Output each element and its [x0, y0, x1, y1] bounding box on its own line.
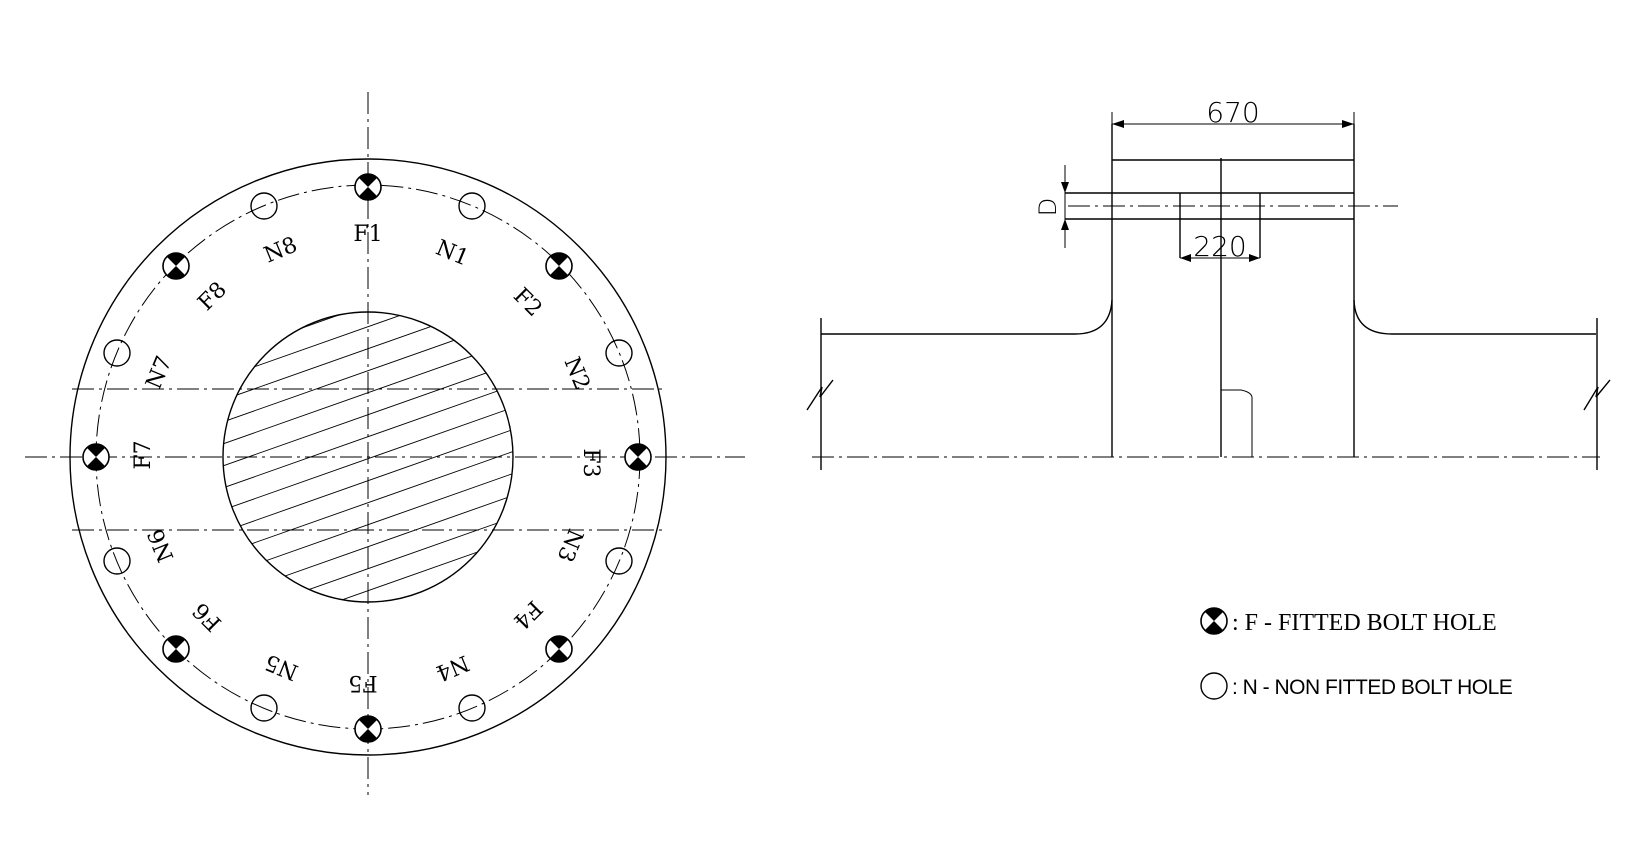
legend: : F - FITTED BOLT HOLE : N - NON FITTED …: [1200, 607, 1513, 700]
hole-label-n8: N8: [261, 233, 301, 269]
non-fitted-bolt-hole: [605, 547, 633, 575]
joint-step-detail: [1221, 389, 1253, 457]
fitted-bolt-hole-symbol: [545, 252, 573, 280]
flange-front-view: F1 N1 F2 N2 F3 N3 F4 N4 F5 N5 F6 N6 F7 N…: [25, 92, 745, 795]
hole-label-n5: N5: [262, 649, 302, 685]
legend-non-fitted-text: : N - NON FITTED BOLT HOLE: [1232, 676, 1513, 699]
fitted-bolt-hole-symbol: [162, 252, 190, 280]
hole-label-f4: F4: [508, 595, 546, 633]
fitted-bolt-hole-symbol: [82, 443, 110, 471]
hole-label-f7: F7: [131, 440, 156, 469]
hole-label-n6: N6: [144, 525, 180, 565]
hole-label-f3: F3: [578, 448, 603, 477]
fitted-bolt-hole-symbol: [162, 635, 190, 663]
non-fitted-bolt-hole: [103, 547, 131, 575]
fitted-bolt-hole-symbol: [354, 715, 382, 743]
right-shaft-top: [1353, 299, 1596, 335]
hole-label-f5: F5: [348, 670, 377, 695]
fitted-bolt-hole-symbol: [354, 173, 382, 201]
hub-hatching: [223, 312, 513, 602]
dimension-d: D: [1034, 165, 1069, 248]
hole-label-f6: F6: [188, 597, 226, 635]
fitted-bolt-hole-symbol: [624, 443, 652, 471]
hole-label-n7: N7: [142, 353, 178, 393]
non-fitted-bolt-hole: [458, 694, 486, 722]
dimension-220-label: 220: [1193, 230, 1246, 263]
non-fitted-bolt-hole: [458, 192, 486, 220]
dimension-220: 220: [1180, 230, 1260, 263]
hole-label-n3: N3: [552, 525, 588, 565]
hole-label-n1: N1: [432, 236, 472, 272]
hole-label-f2: F2: [508, 283, 546, 321]
dimension-670-label: 670: [1206, 96, 1259, 129]
right-break-mark: [1583, 379, 1611, 411]
dimension-670: 670: [1111, 96, 1355, 160]
dimension-d-label: D: [1034, 198, 1062, 216]
hole-label-f1: F1: [353, 222, 382, 247]
left-shaft-top: [821, 299, 1113, 335]
non-fitted-bolt-hole: [250, 192, 278, 220]
flange-side-view: 670 220 D: [806, 96, 1611, 470]
non-fitted-bolt-hole: [103, 339, 131, 367]
hole-label-n4: N4: [432, 650, 472, 686]
non-fitted-bolt-hole: [250, 694, 278, 722]
non-fitted-bolt-hole: [605, 339, 633, 367]
hole-label-f8: F8: [193, 277, 231, 315]
left-break-mark: [806, 379, 834, 411]
legend-non-fitted-icon: [1200, 672, 1228, 700]
legend-fitted-text: : F - FITTED BOLT HOLE: [1232, 610, 1497, 636]
legend-fitted-icon: [1200, 607, 1228, 635]
hole-label-n2: N2: [559, 354, 595, 394]
fitted-bolt-hole-symbol: [545, 635, 573, 663]
